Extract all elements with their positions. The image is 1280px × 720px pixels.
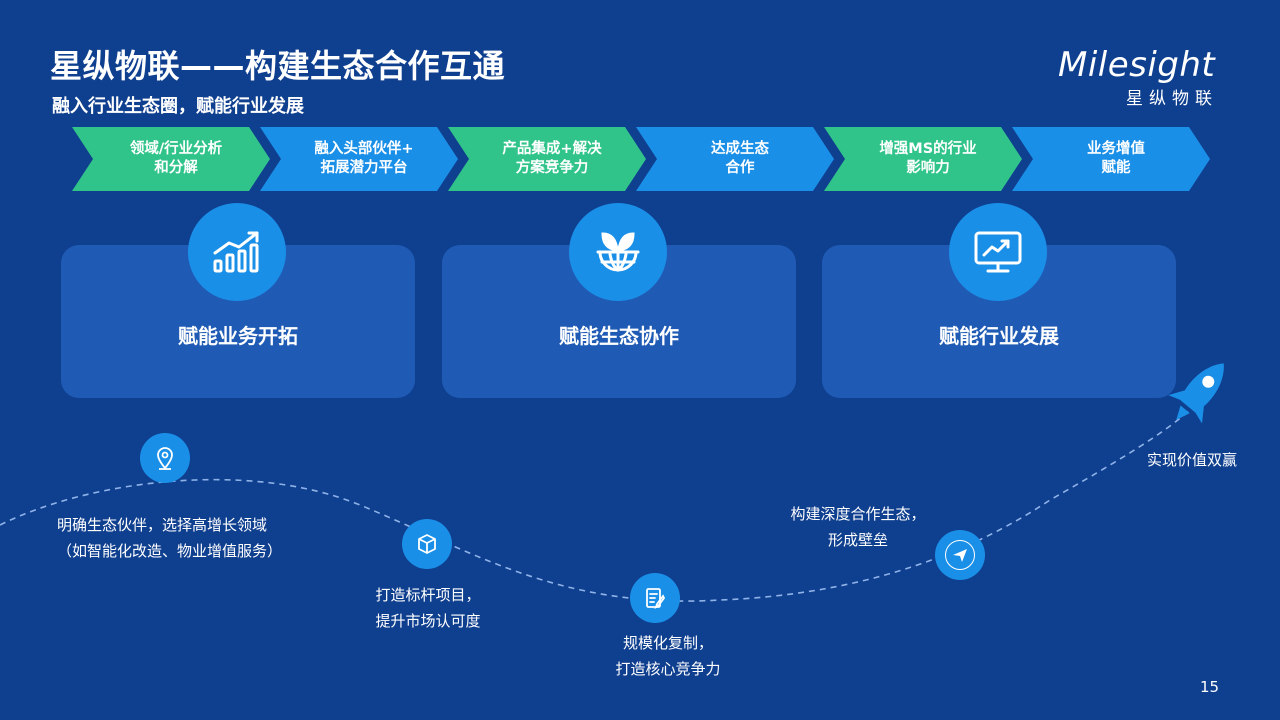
step-3-line1: 产品集成+解决: [502, 141, 602, 157]
monitor-trend-icon: [949, 203, 1047, 301]
milestone-3-line2: 打造核心竞争力: [615, 660, 721, 678]
milestone-1-text: 明确生态伙伴，选择高增长领域 （如智能化改造、物业增值服务）: [57, 512, 282, 564]
milestone-4-line1: 构建深度合作生态，: [790, 505, 926, 523]
step-5-line1: 增强MS的行业: [879, 141, 977, 157]
step-4-line2: 合作: [725, 160, 755, 176]
step-1-line2: 和分解: [154, 160, 198, 176]
step-6: 业务增值赋能: [1012, 127, 1210, 191]
milestone-4-text: 构建深度合作生态， 形成壁垒: [780, 501, 936, 553]
step-6-line2: 赋能: [1101, 160, 1131, 176]
step-2-line1: 融入头部伙伴+: [314, 141, 414, 157]
step-1: 领域/行业分析和分解: [72, 127, 270, 191]
step-6-line1: 业务增值: [1087, 141, 1145, 157]
step-1-line1: 领域/行业分析: [129, 141, 223, 157]
step-4-line1: 达成生态: [711, 141, 769, 157]
milestone-5-text: 实现价值双赢: [1147, 447, 1237, 473]
page-number: 15: [1200, 678, 1220, 696]
logo-chinese-name: 星纵物联: [1126, 89, 1218, 109]
step-3-line2: 方案竞争力: [515, 160, 589, 176]
step-3: 产品集成+解决方案竞争力: [448, 127, 646, 191]
location-pin-icon: [140, 433, 190, 483]
milestone-2-line1: 打造标杆项目，: [375, 586, 481, 604]
step-2-line2: 拓展潜力平台: [320, 160, 408, 176]
card-label: 赋能生态协作: [559, 324, 679, 348]
card-ecosystem-collaboration: 赋能生态协作: [442, 245, 796, 398]
milestone-2-line2: 提升市场认可度: [375, 612, 481, 630]
card-label: 赋能业务开拓: [178, 324, 298, 348]
milestone-1-line2: （如智能化改造、物业增值服务）: [57, 542, 283, 560]
card-label: 赋能行业发展: [939, 324, 1059, 348]
milestone-1-line1: 明确生态伙伴，选择高增长领域: [57, 516, 268, 534]
document-edit-icon: [630, 573, 680, 623]
rocket-icon: [1158, 352, 1238, 436]
step-4: 达成生态合作: [636, 127, 834, 191]
step-5-line2: 影响力: [906, 160, 950, 176]
milestone-2-text: 打造标杆项目， 提升市场认可度: [366, 582, 490, 634]
step-5: 增强MS的行业影响力: [824, 127, 1022, 191]
page-subtitle: 融入行业生态圈，赋能行业发展: [52, 96, 304, 117]
paper-plane-icon: [935, 530, 985, 580]
milestone-5-line1: 实现价值双赢: [1147, 451, 1238, 469]
page-title: 星纵物联——构建生态合作互通: [50, 47, 506, 85]
milestone-4-line2: 形成壁垒: [827, 531, 888, 549]
cube-icon: [402, 519, 452, 569]
globe-leaf-icon: [569, 203, 667, 301]
logo-wordmark: Milesight: [1058, 45, 1216, 85]
milestone-3-line1: 规模化复制，: [622, 634, 713, 652]
brand-logo: Milesight 星纵物联: [1054, 44, 1224, 114]
milestone-3-text: 规模化复制， 打造核心竞争力: [606, 630, 730, 682]
process-steps: 领域/行业分析和分解 融入头部伙伴+ 拓展潜力平台 产品集成+解决方案竞争力 达成…: [72, 127, 1212, 191]
bar-chart-growth-icon: [188, 203, 286, 301]
step-2: 融入头部伙伴+ 拓展潜力平台: [260, 127, 458, 191]
